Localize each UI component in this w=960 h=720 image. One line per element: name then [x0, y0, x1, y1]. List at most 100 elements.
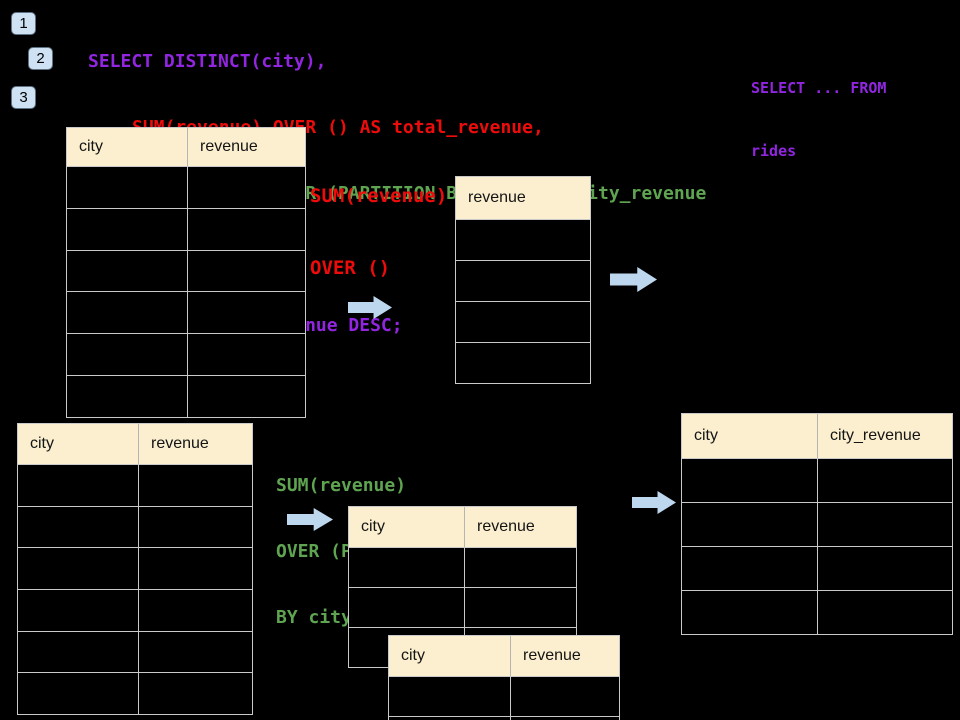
table-cell [682, 591, 817, 634]
table-cell [510, 717, 619, 720]
table-partition-group-front: city revenue [388, 635, 620, 720]
annotation-line: OVER () [310, 257, 391, 279]
table-cell [18, 507, 138, 548]
table-cell [464, 588, 576, 627]
table-row [389, 716, 619, 720]
table-cell [67, 334, 187, 375]
column-header-revenue: revenue [464, 507, 576, 547]
table-row [18, 589, 252, 631]
table-row [456, 219, 590, 260]
table-cell [138, 548, 252, 590]
table-cell [187, 167, 305, 208]
table-cell [138, 506, 252, 548]
table-cell [817, 591, 952, 634]
table-cell [456, 302, 590, 342]
table-cell [187, 376, 305, 417]
table-cell [510, 677, 619, 716]
table-row [456, 301, 590, 342]
table-row [682, 590, 952, 634]
table-cell [817, 459, 952, 502]
table-cell [18, 548, 138, 589]
table-body [456, 219, 590, 383]
table-row [349, 587, 576, 627]
table-cell [18, 590, 138, 631]
table-cell [67, 251, 187, 292]
table-body [682, 458, 952, 634]
table-cell [682, 503, 817, 546]
table-row [18, 464, 252, 506]
table-header-row: revenue [456, 177, 590, 219]
table-source-rides-top: city revenue [66, 127, 306, 418]
table-cell [682, 547, 817, 590]
flow-arrow-to-final-result [632, 491, 676, 514]
table-row [682, 546, 952, 590]
table-cell [67, 209, 187, 250]
sql-line-select: SELECT DISTINCT(city), [88, 51, 327, 72]
table-cell [187, 334, 305, 376]
table-cell [187, 292, 305, 334]
table-row [67, 333, 305, 376]
table-row [67, 249, 305, 292]
table-row [349, 547, 576, 587]
table-cell [389, 677, 510, 716]
table-cell [682, 459, 817, 502]
column-header-city-revenue: city_revenue [817, 414, 952, 458]
table-cell [18, 673, 138, 714]
table-header-row: city revenue [389, 636, 619, 676]
table-row [67, 166, 305, 208]
table-row [18, 630, 252, 673]
side-note-line2: rides [751, 142, 797, 160]
column-header-city: city [79, 138, 103, 155]
table-row [18, 547, 252, 590]
column-header-city: city [361, 518, 385, 535]
table-row [456, 260, 590, 301]
column-header-city: city [694, 427, 718, 444]
table-body [389, 676, 619, 720]
table-cell [67, 167, 187, 208]
table-cell [18, 465, 138, 506]
table-cell [187, 208, 305, 250]
table-row [682, 502, 952, 546]
column-header-revenue: revenue [510, 636, 619, 676]
table-total-revenue-result: revenue [455, 176, 591, 384]
table-source-rides-bottom: city revenue [17, 423, 253, 715]
table-cell [464, 548, 576, 587]
table-row [389, 676, 619, 716]
table-body [67, 166, 305, 417]
table-cell [817, 503, 952, 546]
annotation-total-revenue: SUM(revenue) OVER () [310, 136, 447, 328]
table-header-row: city revenue [349, 507, 576, 547]
table-row [18, 505, 252, 548]
table-cell [67, 376, 187, 417]
table-header-row: city revenue [18, 424, 252, 464]
table-cell [138, 465, 252, 506]
table-cell [456, 261, 590, 301]
annotation-line: SUM(revenue) [276, 475, 407, 496]
column-header-city: city [30, 435, 54, 452]
step-badge-1: 1 [11, 12, 36, 35]
table-body [18, 464, 252, 715]
table-row [67, 291, 305, 334]
column-header-revenue: revenue [468, 189, 526, 206]
table-cell [456, 220, 590, 260]
table-row [682, 458, 952, 502]
column-header-revenue: revenue [187, 128, 305, 166]
table-header-row: city revenue [67, 128, 305, 166]
table-cell [817, 547, 952, 590]
side-note-select-from: SELECT ... FROM rides [751, 36, 886, 204]
column-header-revenue: revenue [138, 424, 252, 464]
table-header-row: city city_revenue [682, 414, 952, 458]
step-badge-3: 3 [11, 86, 36, 109]
table-cell [18, 632, 138, 673]
table-row [456, 342, 590, 383]
table-cell [138, 673, 252, 715]
table-cell [456, 343, 590, 383]
table-row [18, 672, 252, 715]
column-header-city: city [401, 647, 425, 664]
table-city-revenue-result: city city_revenue [681, 413, 953, 635]
annotation-line: SUM(revenue) [310, 185, 448, 207]
table-cell [349, 548, 464, 587]
table-cell [138, 631, 252, 673]
step-badge-2: 2 [28, 47, 53, 70]
